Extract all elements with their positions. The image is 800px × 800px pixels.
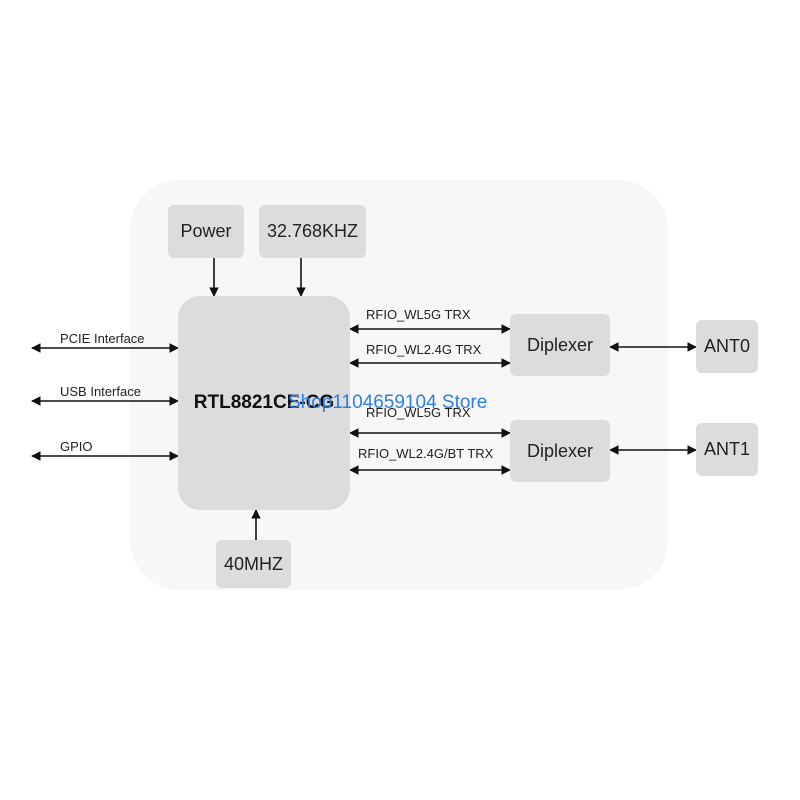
power-block: Power [168,205,244,258]
ant1-block: ANT1 [696,423,758,476]
diplexer-0-block: Diplexer [510,314,610,376]
chip-block: RTL8821CE-CG [178,296,350,510]
wl24g-a-label: RFIO_WL2.4G TRX [366,342,482,357]
store-watermark: Shop1104659104 Store [288,392,488,413]
wl5g-b-label: RFIO_WL5G TRX [366,405,471,420]
wl24g-bt-b-label: RFIO_WL2.4G/BT TRX [358,446,494,461]
gpio-label: GPIO [60,439,93,454]
ant0-block: ANT0 [696,320,758,373]
pcie-interface-label: PCIE Interface [60,331,145,346]
clock-40m-block: 40MHZ [216,540,291,588]
diplexer-1-block: Diplexer [510,420,610,482]
usb-interface-label: USB Interface [60,384,141,399]
clock-32k-block: 32.768KHZ [259,205,366,258]
wl5g-a-label: RFIO_WL5G TRX [366,307,471,322]
